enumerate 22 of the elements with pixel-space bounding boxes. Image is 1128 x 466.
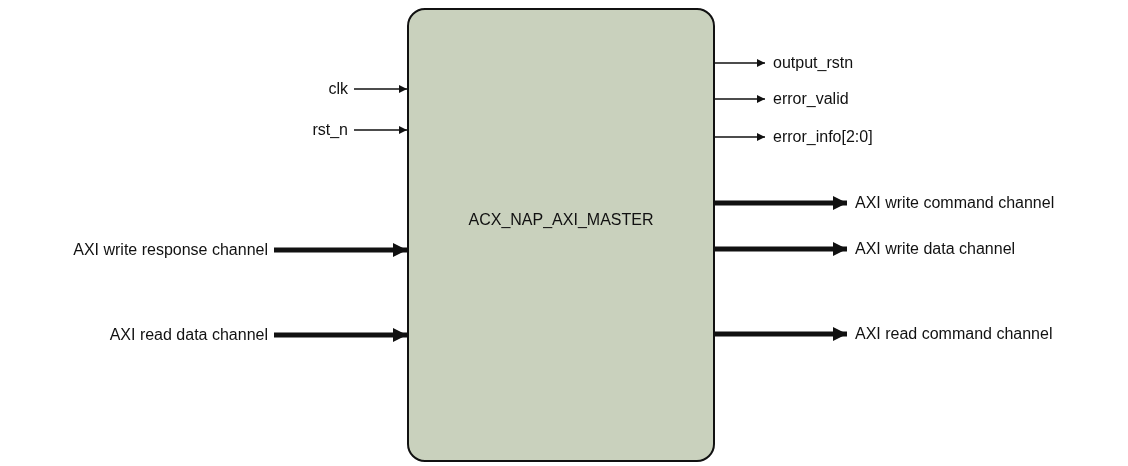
module-name: ACX_NAP_AXI_MASTER <box>468 211 654 229</box>
signal-label: AXI write data channel <box>855 239 1016 259</box>
signal-label: AXI read data channel <box>109 325 268 345</box>
arrow <box>714 59 766 67</box>
signal-label: clk <box>328 79 348 99</box>
arrow <box>353 85 408 93</box>
signal-label: error_valid <box>773 89 849 109</box>
signal-label: output_rstn <box>773 53 854 73</box>
signal-label: AXI write command channel <box>855 193 1055 213</box>
arrow <box>714 95 766 103</box>
signal-label: error_info[2:0] <box>773 127 873 147</box>
arrow <box>274 328 407 342</box>
arrow <box>274 243 407 257</box>
arrow <box>715 242 847 256</box>
signal-label: AXI write response channel <box>73 240 268 260</box>
signal-label: rst_n <box>312 120 348 140</box>
arrow <box>715 196 847 210</box>
arrow <box>714 133 766 141</box>
arrow <box>715 327 847 341</box>
signal-label: AXI read command channel <box>855 324 1053 344</box>
module-block <box>407 8 715 462</box>
arrow <box>353 126 408 134</box>
